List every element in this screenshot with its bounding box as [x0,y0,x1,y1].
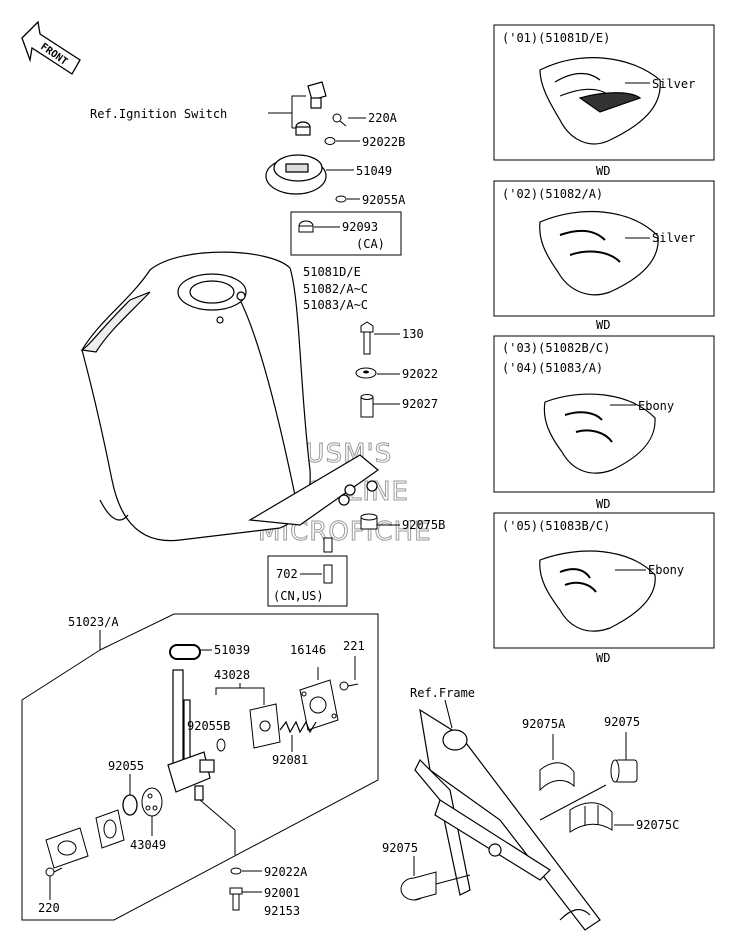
damper-92075c [569,802,613,833]
label-43049: 43049 [130,838,166,852]
label-ref-frame: Ref.Frame [410,686,475,700]
variant-3-header2: ('04)(51083/A) [502,361,603,375]
part-92093 [298,220,314,233]
variant-1-footer: WD [596,164,610,178]
label-221: 221 [343,639,365,653]
label-92055: 92055 [108,759,144,773]
disc-43049 [141,787,163,817]
cover-16146 [299,679,339,731]
tank-labels: 51081D/E 51082/A~C 51083/A~C [303,265,368,312]
label-92075b: 92075B [402,518,445,532]
label-51039: 51039 [214,643,250,657]
frame [414,708,601,931]
variant-panel-3: ('03)(51082B/C) ('04)(51083/A) Ebony WD [493,335,715,511]
variant-1-header: ('01)(51081D/E) [502,31,610,45]
washer-92022a [230,867,242,875]
collar-92027 [360,394,374,418]
box-92093 [290,211,402,256]
variant-4-header: ('05)(51083B/C) [502,519,610,533]
label-220a: 220A [368,111,398,125]
valve-plates [45,809,125,869]
oring-92055 [122,794,138,816]
variant-2-footer: WD [596,318,610,332]
washer-92022b [324,137,336,145]
variant-2-header: ('02)(51082/A) [502,187,603,201]
label-130: 130 [402,327,424,341]
pin-702 [323,537,333,584]
screw-220 [45,867,63,877]
label-220: 220 [38,901,60,915]
label-92055b: 92055B [187,719,230,733]
label-92001: 92001 [264,886,300,900]
front-arrow: FRONT [21,20,81,75]
label-ref-ignition: Ref.Ignition Switch [90,107,227,121]
fuel-valve [167,669,215,801]
bolt-92001 [229,887,243,911]
label-92022b: 92022B [362,135,405,149]
variant-1-color: Silver [652,77,695,91]
oring-92055a [335,195,347,203]
label-51023: 51023/A [68,615,119,629]
label-92075-top: 92075 [604,715,640,729]
variant-panel-1: ('01)(51081D/E) Silver WD [493,24,715,178]
label-ca: (CA) [356,237,385,251]
oring-92055b [216,738,226,752]
damper-92075-bottom [400,871,437,901]
label-702: 702 [276,567,298,581]
screw-221 [339,681,359,691]
label-92055a: 92055A [362,193,406,207]
label-tank-1: 51081D/E [303,265,361,279]
label-92075a: 92075A [522,717,566,731]
label-92081: 92081 [272,753,308,767]
label-92022: 92022 [402,367,438,381]
bushing-92075a [539,762,575,792]
fuel-tank [80,251,379,542]
label-tank-3: 51083/A~C [303,298,368,312]
fuel-cap-51049 [265,154,327,195]
ignition-key [295,81,327,136]
label-43028: 43028 [214,668,250,682]
variant-panel-2: ('02)(51082/A) Silver WD [493,180,715,332]
label-92153: 92153 [264,904,300,918]
label-92027: 92027 [402,397,438,411]
damper-92075-top [610,759,638,783]
box-702 [267,555,348,607]
variant-4-color: Ebony [648,563,684,577]
damper-92075b [360,513,378,530]
variant-panel-4: ('05)(51083B/C) Ebony WD [493,512,715,665]
valve-group-box [21,613,379,921]
variant-2-color: Silver [652,231,695,245]
strainer-51039 [169,644,201,660]
label-92093: 92093 [342,220,378,234]
label-51049: 51049 [356,164,392,178]
label-cnus: (CN,US) [273,589,324,603]
diaphragm-43028 [249,703,281,749]
spring-92081 [279,720,317,734]
screw-220a [332,113,347,127]
label-tank-2: 51082/A~C [303,282,368,296]
label-16146: 16146 [290,643,326,657]
variant-4-footer: WD [596,651,610,665]
bolt-130 [360,321,374,355]
variant-3-footer: WD [596,497,610,511]
label-92075-bottom: 92075 [382,841,418,855]
variant-3-header: ('03)(51082B/C) [502,341,610,355]
label-92022a: 92022A [264,865,308,879]
label-92075c: 92075C [636,818,679,832]
variant-3-color: Ebony [638,399,674,413]
